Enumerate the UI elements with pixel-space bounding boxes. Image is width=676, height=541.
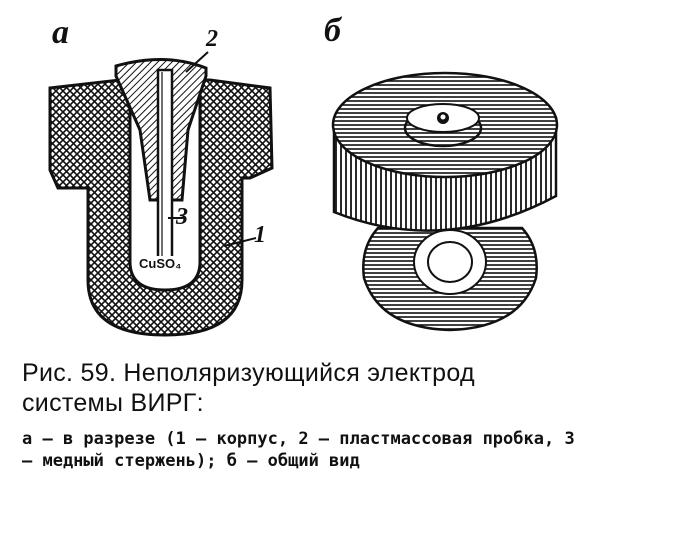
callout-1: 1: [254, 222, 266, 248]
callout-2: 2: [206, 26, 218, 52]
caption-title-line-2: системы ВИРГ:: [22, 389, 204, 417]
general-view: [331, 71, 559, 332]
panel-a-label: а: [52, 14, 69, 51]
section-view: [48, 51, 274, 337]
copper-rod: [156, 68, 174, 262]
figure: а б 2 3 1 CuSO₄: [48, 12, 559, 337]
panel-b-label: б: [324, 12, 341, 49]
caption-title-line-1: Рис. 59. Неполяризующийся электрод: [22, 359, 475, 387]
caption-body-text: а — в разрезе (1 — корпус, 2 — пластмасс…: [22, 429, 585, 471]
electrode-illustration: [48, 51, 559, 337]
cuso4-label: CuSO₄: [138, 256, 183, 271]
figure-caption-body: а — в разрезе (1 — корпус, 2 — пластмасс…: [22, 428, 582, 472]
callout-3: 3: [176, 204, 188, 230]
figure-caption-title: Рис. 59. Неполяризующийся электрод систе…: [22, 358, 582, 418]
